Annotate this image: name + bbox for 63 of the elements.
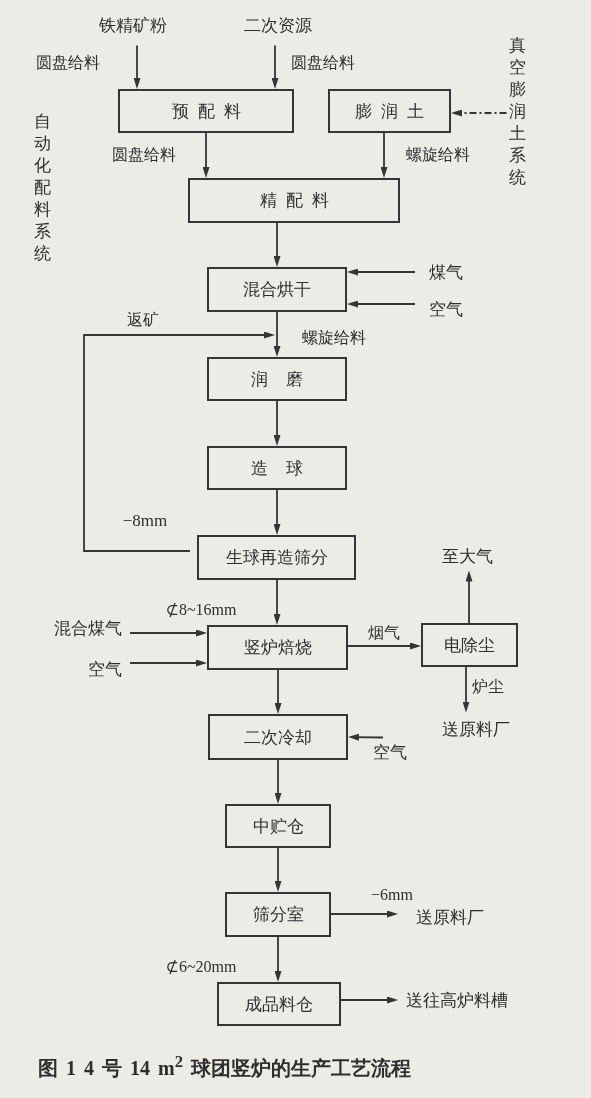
arrow — [340, 996, 398, 1004]
arrow — [274, 936, 282, 982]
process-box: 中贮仓 — [225, 804, 331, 848]
vertical-label: 自动化配料系统 — [33, 110, 51, 264]
edge-label: 返矿 — [126, 310, 160, 330]
edge-label: ⊄6~20mm — [164, 957, 238, 977]
edge-label: 螺旋给料 — [301, 328, 367, 348]
arrow — [347, 300, 416, 308]
arrow — [273, 222, 281, 267]
process-box: 生球再造筛分 — [197, 535, 356, 580]
arrow — [273, 400, 281, 446]
process-box: 混合烘干 — [207, 267, 347, 312]
process-box: 筛分室 — [225, 892, 331, 937]
flow-label: 空气 — [429, 298, 463, 320]
flow-label: 送原料厂 — [416, 906, 484, 928]
arrow — [380, 132, 388, 178]
arrow — [330, 910, 398, 918]
process-box: 润磨 — [207, 357, 347, 401]
arrow — [274, 669, 282, 714]
edge-label: ⊄8~16mm — [164, 600, 238, 620]
flow-label: 至大气 — [441, 545, 493, 567]
flow-label: 煤气 — [429, 261, 463, 283]
arrow — [83, 331, 275, 552]
arrow — [462, 666, 470, 713]
arrow — [274, 759, 282, 804]
arrow — [271, 44, 279, 89]
arrow — [129, 629, 207, 637]
process-box: 预配料 — [118, 89, 294, 133]
process-box: 精配料 — [188, 178, 400, 223]
arrow — [273, 311, 281, 357]
flow-label: 铁精矿粉 — [99, 14, 167, 36]
flow-label: 混合煤气 — [54, 617, 122, 639]
process-box: 造球 — [207, 446, 347, 490]
edge-label: 圆盘给料 — [290, 53, 356, 73]
flow-label: 空气 — [373, 741, 407, 763]
edge-label: 螺旋给料 — [405, 145, 471, 165]
arrow — [129, 659, 207, 667]
process-box: 二次冷却 — [208, 714, 348, 760]
edge-label: 圆盘给料 — [35, 53, 101, 73]
arrow — [273, 489, 281, 535]
process-box: 膨润土 — [328, 89, 451, 133]
arrow — [202, 132, 210, 178]
figure-caption: 图 1 4 号 14 m$^{2}$ 球团竖炉的生产工艺流程 — [38, 1051, 411, 1080]
flow-label: 送往高炉料槽 — [406, 989, 508, 1011]
arrow — [347, 268, 416, 276]
process-box: 竖炉焙烧 — [207, 625, 348, 670]
edge-label: 圆盘给料 — [111, 145, 177, 165]
arrow — [347, 642, 421, 650]
edge-label: 烟气 — [367, 623, 401, 643]
arrow — [274, 847, 282, 892]
vertical-label: 真空膨润土系统 — [508, 34, 526, 188]
arrow — [465, 570, 473, 624]
edge-label: 炉尘 — [471, 677, 505, 697]
process-box: 成品料仓 — [217, 982, 341, 1026]
dashed-arrow — [451, 109, 508, 117]
flow-label: 空气 — [88, 658, 122, 680]
process-box: 电除尘 — [421, 623, 518, 667]
size-label: −8mm — [122, 509, 168, 531]
arrow — [273, 579, 281, 625]
arrow — [133, 44, 141, 89]
flow-label: 送原料厂 — [442, 718, 510, 740]
flow-label: 二次资源 — [244, 14, 312, 36]
arrow — [348, 733, 384, 741]
